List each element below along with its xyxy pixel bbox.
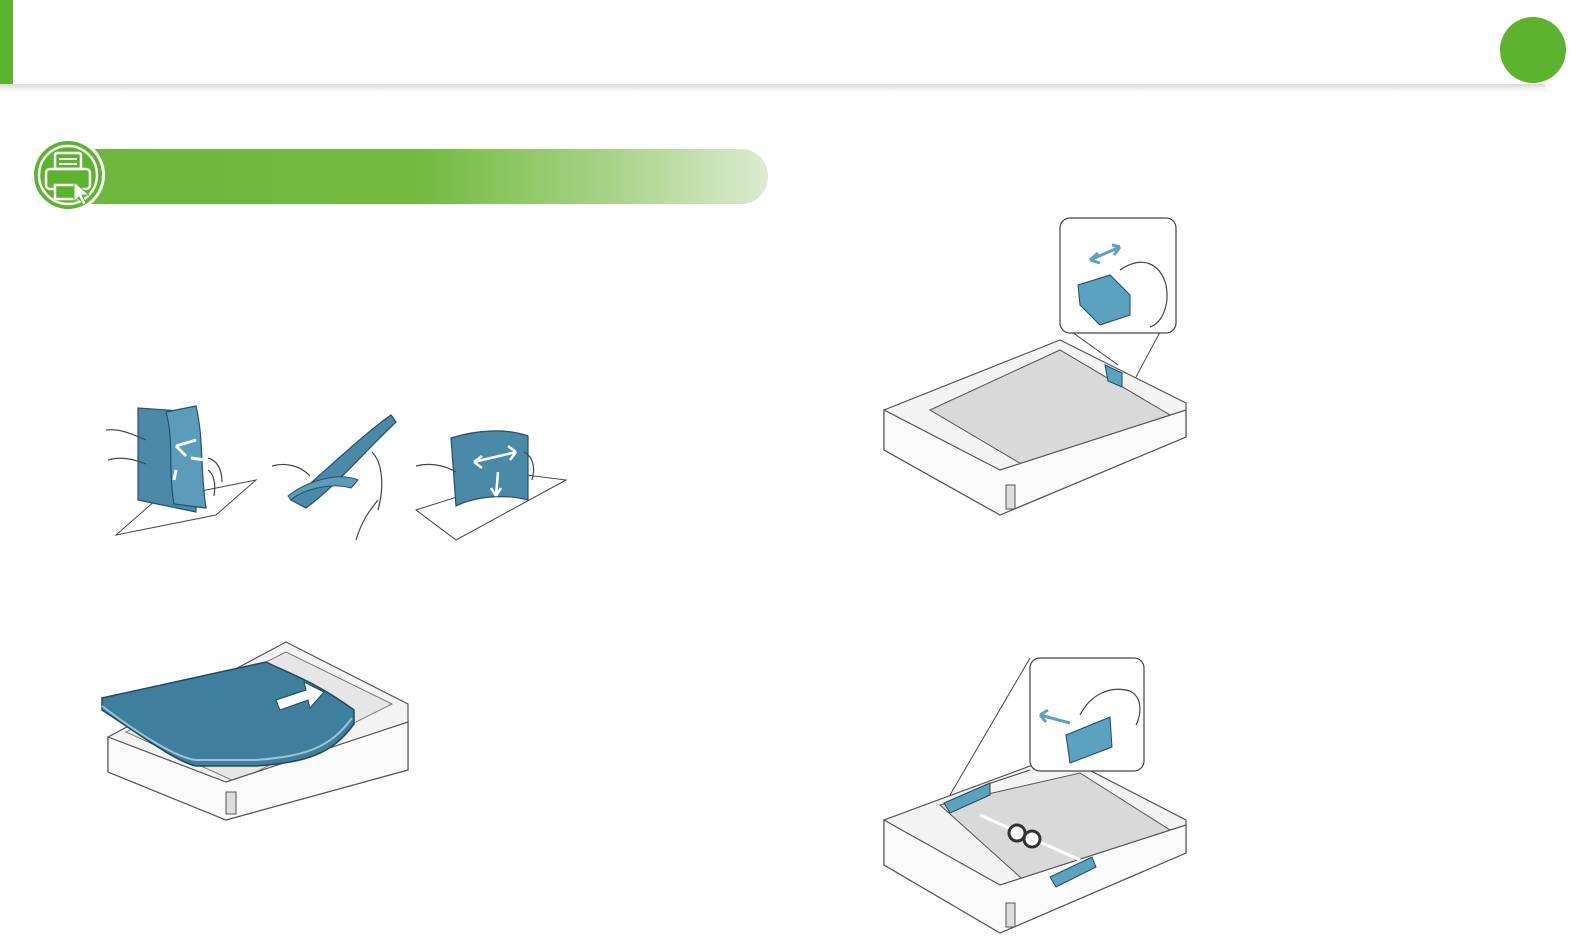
header-accent-bar	[0, 0, 13, 88]
section-heading-bar	[70, 149, 768, 204]
fan-panel-1	[106, 406, 256, 535]
page-number-badge	[1500, 17, 1566, 83]
header-divider	[0, 84, 1545, 92]
fan-paper-stack-illustration	[96, 400, 576, 545]
printer-pointer-icon	[28, 135, 108, 215]
adjust-paper-width-guide-illustration	[880, 655, 1190, 940]
fan-panel-2	[272, 415, 396, 540]
load-paper-into-tray-illustration	[96, 632, 416, 832]
fan-panel-3	[416, 431, 566, 540]
adjust-paper-length-guide-illustration	[880, 215, 1190, 530]
